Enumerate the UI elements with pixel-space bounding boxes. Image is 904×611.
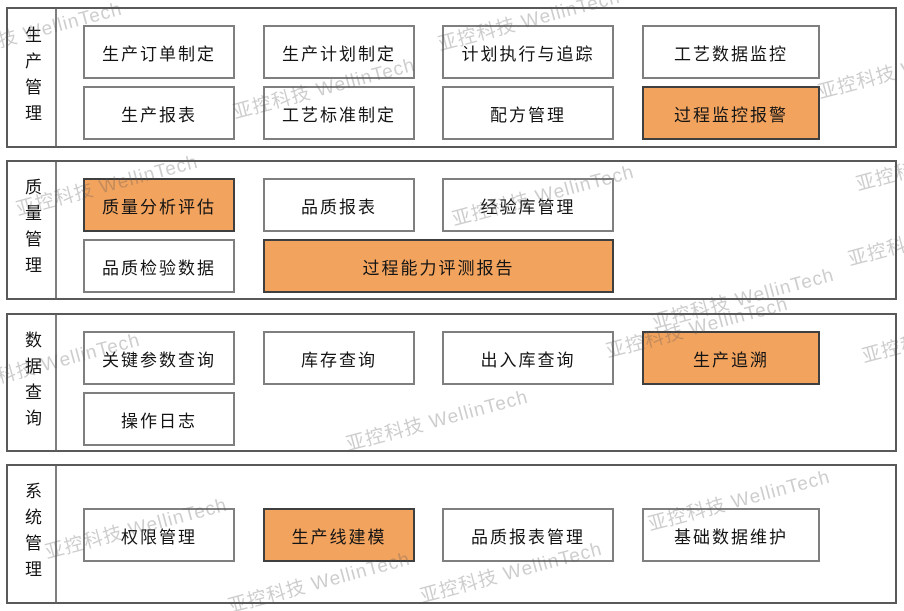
box-production-order-creation: 生产订单制定 <box>83 25 235 79</box>
box-operation-log: 操作日志 <box>83 392 235 446</box>
box-quality-report-management: 品质报表管理 <box>442 508 614 562</box>
box-quality-analysis-evaluation: 质量分析评估 <box>83 178 235 232</box>
section-label-production: 生产管理 <box>8 9 57 146</box>
box-plan-execution-tracking: 计划执行与追踪 <box>442 25 614 79</box>
section-label-data-query: 数据查询 <box>8 315 57 450</box>
box-process-capability-report: 过程能力评测报告 <box>263 239 614 293</box>
box-process-standard-creation: 工艺标准制定 <box>263 86 415 140</box>
box-quality-report: 品质报表 <box>263 178 415 232</box>
box-key-parameter-query: 关键参数查询 <box>83 331 235 385</box>
box-recipe-management: 配方管理 <box>442 86 614 140</box>
box-inventory-query: 库存查询 <box>263 331 415 385</box>
box-experience-library-management: 经验库管理 <box>442 178 614 232</box>
box-inbound-outbound-query: 出入库查询 <box>442 331 614 385</box>
section-quality-management: 质量管理 质量分析评估 品质报表 经验库管理 品质检验数据 过程能力评测报告 <box>6 160 897 300</box>
box-production-line-modeling: 生产线建模 <box>263 508 415 562</box>
box-quality-inspection-data: 品质检验数据 <box>83 239 235 293</box>
box-production-traceability: 生产追溯 <box>642 331 820 385</box>
box-production-report: 生产报表 <box>83 86 235 140</box>
box-basic-data-maintenance: 基础数据维护 <box>642 508 820 562</box>
section-system-management: 系统管理 权限管理 生产线建模 品质报表管理 基础数据维护 <box>6 464 897 604</box>
section-production-management: 生产管理 生产订单制定 生产计划制定 计划执行与追踪 工艺数据监控 生产报表 工… <box>6 7 897 148</box>
section-label-system: 系统管理 <box>8 466 57 602</box>
box-process-data-monitoring: 工艺数据监控 <box>642 25 820 79</box>
box-production-plan-creation: 生产计划制定 <box>263 25 415 79</box>
box-process-monitoring-alarm: 过程监控报警 <box>642 86 820 140</box>
section-data-query: 数据查询 关键参数查询 库存查询 出入库查询 生产追溯 操作日志 <box>6 313 897 452</box>
section-label-quality: 质量管理 <box>8 162 57 298</box>
box-permission-management: 权限管理 <box>83 508 235 562</box>
